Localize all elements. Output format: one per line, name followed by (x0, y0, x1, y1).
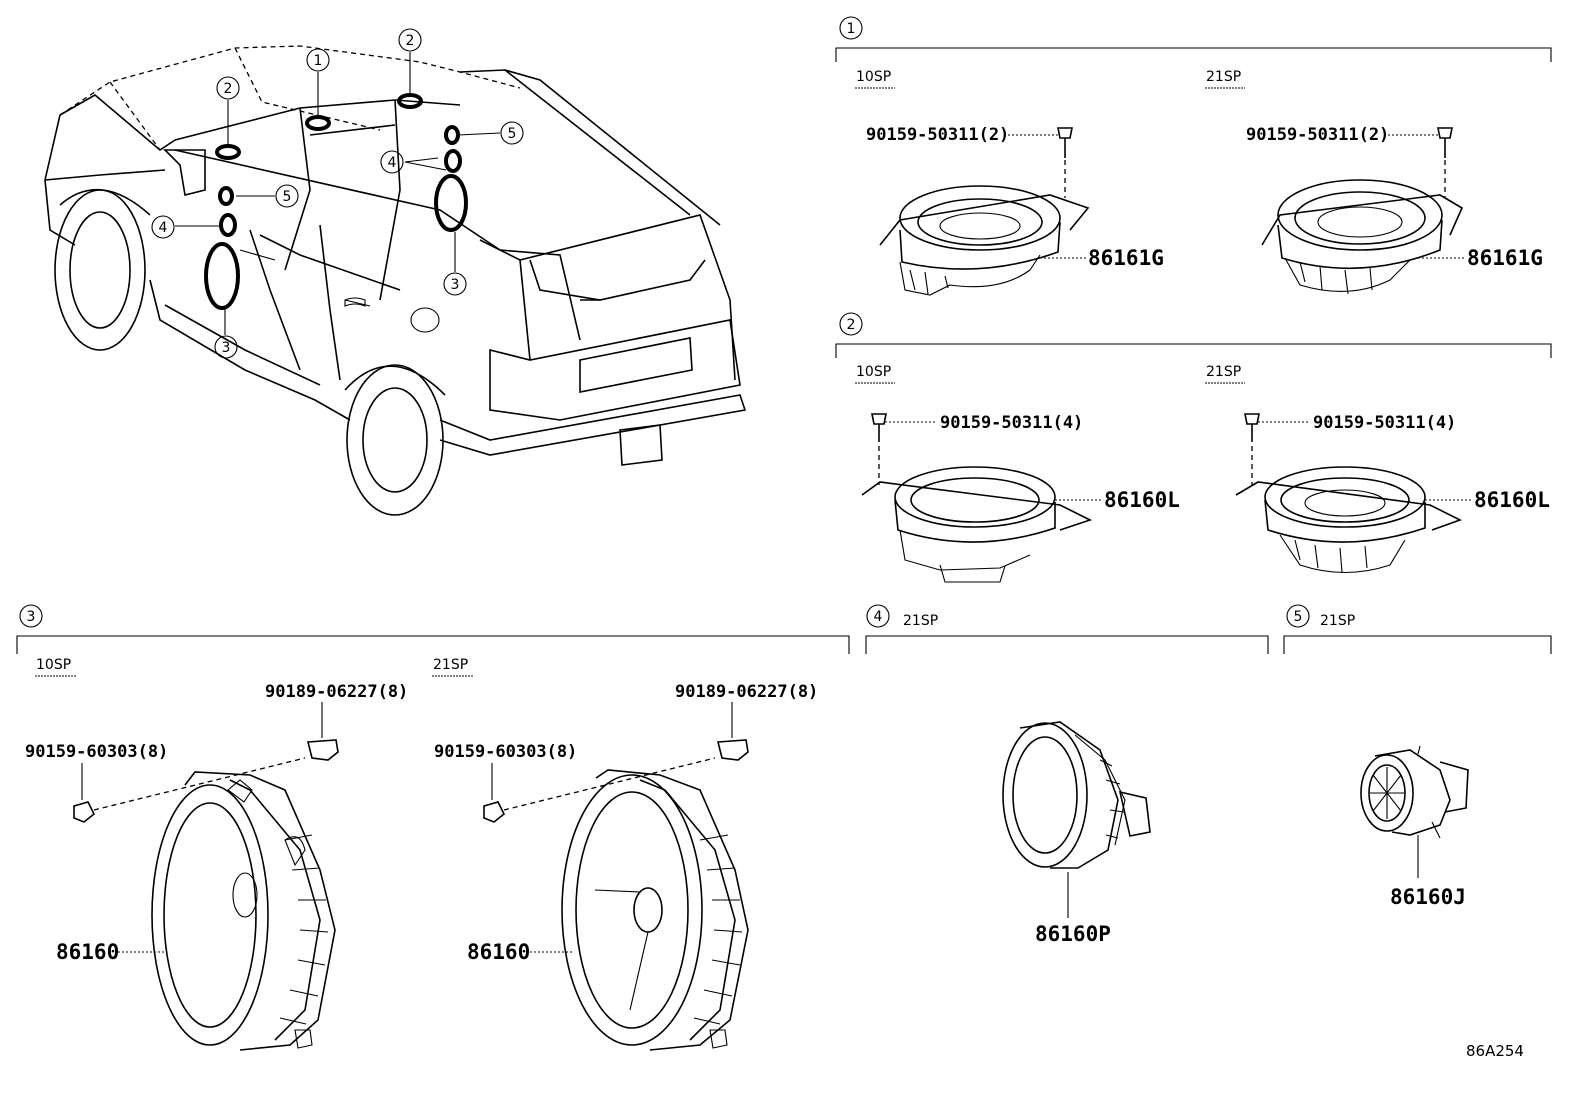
section-3-variant-right: 21SP (433, 657, 468, 673)
section-1-variant-right: 21SP (1206, 69, 1241, 85)
section-1-variant-left: 10SP (856, 69, 891, 85)
section-1-number: 1 (847, 21, 856, 37)
callout-4-rear: 4 (388, 155, 397, 171)
speaker-86160j-graphic (1360, 745, 1469, 839)
section-3-variant-left: 10SP (36, 657, 71, 673)
section-4-number: 4 (874, 609, 883, 625)
section-1-part-left: 86161G (1088, 246, 1164, 270)
section-3-part-left: 86160 (56, 940, 119, 964)
section-3-screw-right: 90159-60303(8) (434, 742, 577, 762)
vehicle-callouts: 1 2 2 5 4 3 5 4 3 (151, 28, 524, 359)
speaker-86161g-right-graphic (1261, 127, 1464, 295)
speaker-86160-left-graphic (73, 739, 339, 1051)
section-5-number: 5 (1294, 609, 1303, 625)
callout-2-rear: 2 (406, 33, 415, 49)
callout-1: 1 (314, 53, 323, 69)
section-2-variant-right: 21SP (1206, 364, 1241, 380)
section-2-screw-left: 90159-50311(4) (940, 413, 1083, 433)
speaker-86160l-left-graphic (861, 413, 1093, 583)
section-4: 4 21SP 86160P (865, 604, 1269, 946)
callout-5-front: 5 (283, 189, 292, 205)
vehicle-illustration (44, 45, 747, 516)
callout-3-front: 3 (222, 340, 231, 356)
section-5-variant: 21SP (1320, 613, 1355, 629)
speaker-86161g-left-graphic (879, 127, 1090, 296)
callout-3-rear: 3 (451, 277, 460, 293)
section-2-screw-right: 90159-50311(4) (1313, 413, 1456, 433)
callout-2-front: 2 (224, 81, 233, 97)
section-2-variant-left: 10SP (856, 364, 891, 380)
section-2: 2 10SP 21SP 90159-50311(4) 90159-50311(4… (835, 312, 1552, 583)
figure-id: 86A254 (1466, 1042, 1524, 1060)
section-3: 3 10SP 21SP 90189-06227(8) 90189-06227(8… (16, 604, 850, 1051)
speaker-86160-right-graphic (483, 739, 749, 1051)
section-3-clip-left: 90189-06227(8) (265, 682, 408, 702)
section-1-screw-left: 90159-50311(2) (866, 125, 1009, 145)
section-3-screw-left: 90159-60303(8) (25, 742, 168, 762)
speaker-86160l-right-graphic (1235, 413, 1463, 574)
section-2-part-right: 86160L (1474, 488, 1550, 512)
section-2-number: 2 (847, 317, 856, 333)
callout-5-rear: 5 (508, 126, 517, 142)
section-3-clip-right: 90189-06227(8) (675, 682, 818, 702)
section-5: 5 21SP 86160J (1283, 604, 1552, 909)
speaker-86160p-graphic (1002, 721, 1151, 869)
section-1-part-right: 86161G (1467, 246, 1543, 270)
section-1-screw-right: 90159-50311(2) (1246, 125, 1389, 145)
section-3-part-right: 86160 (467, 940, 530, 964)
section-4-part: 86160P (1035, 922, 1111, 946)
section-2-part-left: 86160L (1104, 488, 1180, 512)
callout-4-front: 4 (159, 220, 168, 236)
section-1: 1 10SP 21SP 90159-50311(2) 90159-50311(2… (835, 16, 1552, 296)
section-5-part: 86160J (1390, 885, 1466, 909)
section-3-number: 3 (27, 609, 36, 625)
section-4-variant: 21SP (903, 613, 938, 629)
